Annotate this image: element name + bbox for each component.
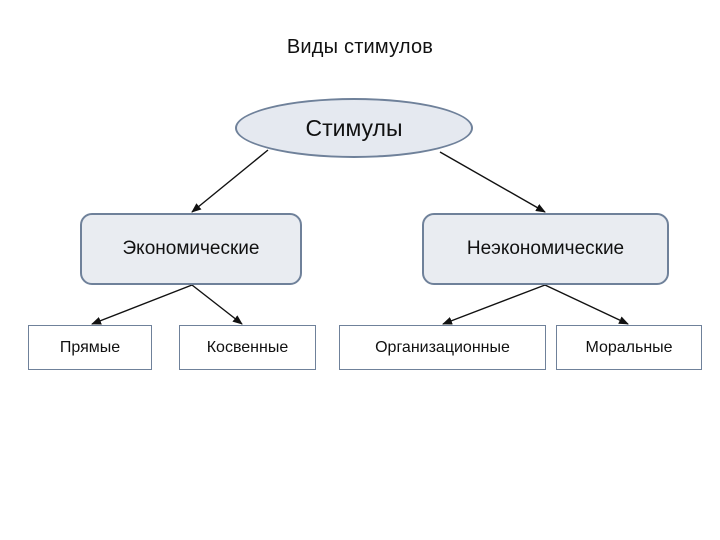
- arrow-economic-to-indirect: [191, 284, 243, 325]
- category-node-label: Экономические: [122, 238, 260, 259]
- root-node-stimuli: Стимулы: [235, 98, 473, 158]
- arrow-root-to-economic: [191, 149, 269, 213]
- arrow-root-to-noneconomic: [439, 151, 546, 213]
- diagram-title: Виды стимулов: [286, 36, 434, 58]
- leaf-node-direct: Прямые: [28, 325, 152, 370]
- leaf-node-label: Прямые: [59, 338, 121, 356]
- category-node-economic: Экономические: [80, 213, 302, 285]
- category-node-label: Неэкономические: [466, 238, 625, 259]
- arrow-noneconomic-to-moral: [544, 284, 629, 325]
- leaf-node-organizational: Организационные: [339, 325, 546, 370]
- arrow-noneconomic-to-organizational: [442, 284, 546, 325]
- leaf-node-label: Организационные: [375, 338, 510, 356]
- category-node-noneconomic: Неэкономические: [422, 213, 669, 285]
- arrow-economic-to-direct: [91, 284, 193, 325]
- leaf-node-moral: Моральные: [556, 325, 702, 370]
- leaf-node-label: Моральные: [585, 338, 673, 356]
- leaf-node-indirect: Косвенные: [179, 325, 316, 370]
- leaf-node-label: Косвенные: [206, 338, 289, 356]
- root-node-label: Стимулы: [305, 114, 403, 141]
